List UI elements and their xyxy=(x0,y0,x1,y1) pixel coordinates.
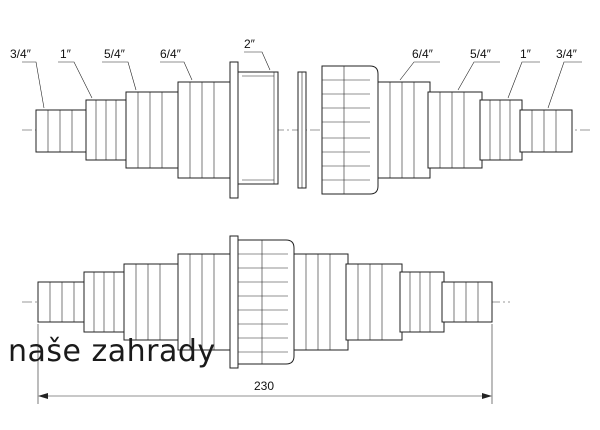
dimension-value: 230 xyxy=(254,379,274,393)
label-right-5-4: 5/4″ xyxy=(470,47,492,61)
gasket xyxy=(297,71,307,189)
assembled-view xyxy=(22,235,510,369)
label-left-6-4: 6/4″ xyxy=(160,47,182,61)
label-right-3-4: 3/4″ xyxy=(556,47,578,61)
label-right-6-4: 6/4″ xyxy=(412,47,434,61)
leader-lines xyxy=(22,51,582,109)
left-barb-stepped xyxy=(35,81,235,179)
label-left-3-4: 3/4″ xyxy=(10,47,32,61)
label-left-1: 1″ xyxy=(60,47,72,61)
label-right-1: 1″ xyxy=(520,47,532,61)
body-flange xyxy=(229,61,279,199)
dimension-230: 230 xyxy=(37,324,493,404)
right-barb-stepped xyxy=(377,81,573,179)
label-center-2: 2″ xyxy=(244,37,256,51)
watermark-logo: naše zahrady xyxy=(8,334,216,369)
label-left-5-4: 5/4″ xyxy=(104,47,126,61)
union-nut xyxy=(321,65,379,195)
exploded-view: 3/4″ 1″ 5/4″ 6/4″ 2″ 6/4″ 5/4″ 1″ 3/4″ xyxy=(10,37,590,199)
